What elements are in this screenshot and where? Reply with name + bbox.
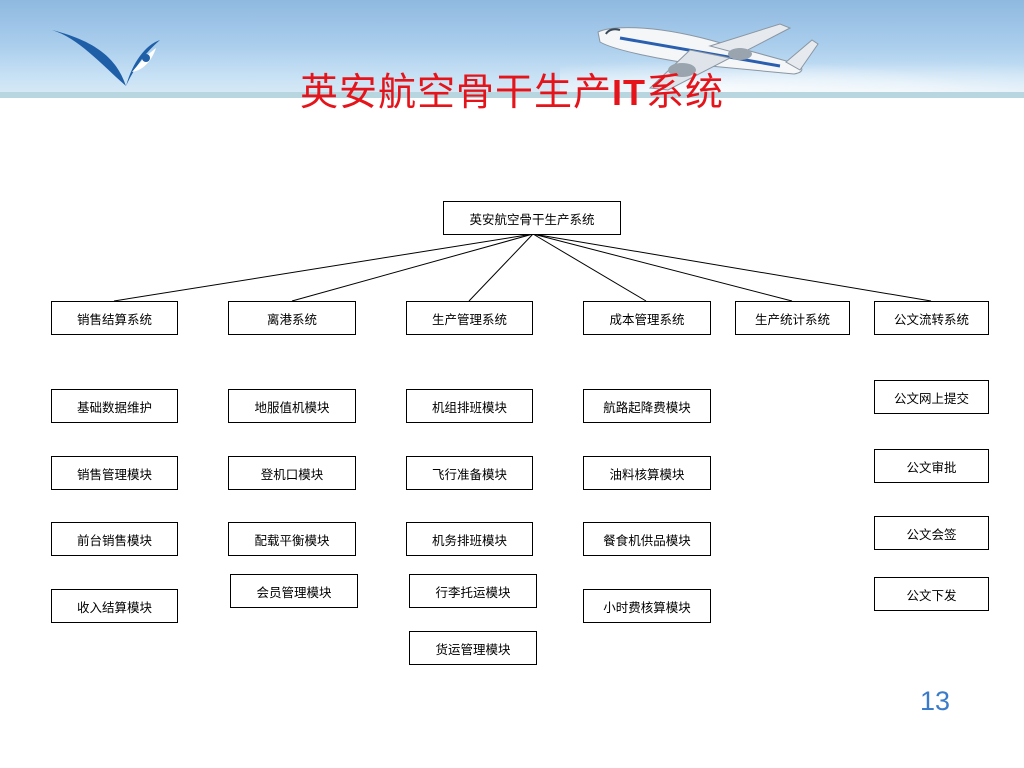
module-box: 飞行准备模块 bbox=[406, 456, 533, 490]
system-box-cost-management: 成本管理系统 bbox=[583, 301, 711, 335]
module-box: 会员管理模块 bbox=[230, 574, 358, 608]
module-box: 销售管理模块 bbox=[51, 456, 178, 490]
airplane-image bbox=[597, 23, 819, 91]
system-box-sales-settlement: 销售结算系统 bbox=[51, 301, 178, 335]
title-prefix: 英安航空骨干生产 bbox=[299, 70, 612, 114]
airline-logo bbox=[52, 30, 160, 86]
module-box: 机组排班模块 bbox=[406, 389, 533, 423]
title-suffix: 系统 bbox=[646, 70, 725, 114]
module-box: 公文审批 bbox=[874, 449, 989, 483]
module-box: 配载平衡模块 bbox=[228, 522, 356, 556]
module-box: 收入结算模块 bbox=[51, 589, 178, 623]
module-box: 货运管理模块 bbox=[409, 631, 537, 665]
module-box: 公文会签 bbox=[874, 516, 989, 550]
header-banner bbox=[0, 0, 1024, 98]
connector-line bbox=[532, 233, 647, 302]
system-box-document-flow: 公文流转系统 bbox=[874, 301, 989, 335]
title-latin: IT bbox=[612, 72, 646, 113]
page-number: 13 bbox=[919, 686, 951, 716]
slide-title: 英安航空骨干生产IT系统 bbox=[0, 68, 1024, 117]
connector-line bbox=[113, 233, 534, 302]
module-box: 登机口模块 bbox=[228, 456, 356, 490]
banner-band bbox=[0, 92, 1024, 98]
module-box: 航路起降费模块 bbox=[583, 389, 711, 423]
connector-line bbox=[532, 233, 932, 302]
root-system-box: 英安航空骨干生产系统 bbox=[443, 201, 621, 235]
module-box: 地服值机模块 bbox=[228, 389, 356, 423]
module-box: 前台销售模块 bbox=[51, 522, 178, 556]
system-box-departure: 离港系统 bbox=[228, 301, 356, 335]
module-box: 基础数据维护 bbox=[51, 389, 178, 423]
module-box: 机务排班模块 bbox=[406, 522, 533, 556]
connector-line bbox=[291, 233, 534, 302]
module-box: 油料核算模块 bbox=[583, 456, 711, 490]
system-box-production-statistics: 生产统计系统 bbox=[735, 301, 850, 335]
module-box: 餐食机供品模块 bbox=[583, 522, 711, 556]
module-box: 小时费核算模块 bbox=[583, 589, 711, 623]
connector-line bbox=[532, 233, 793, 302]
module-box: 公文网上提交 bbox=[874, 380, 989, 414]
connector-line bbox=[468, 233, 534, 302]
system-box-production-management: 生产管理系统 bbox=[406, 301, 533, 335]
module-box: 公文下发 bbox=[874, 577, 989, 611]
module-box: 行李托运模块 bbox=[409, 574, 537, 608]
